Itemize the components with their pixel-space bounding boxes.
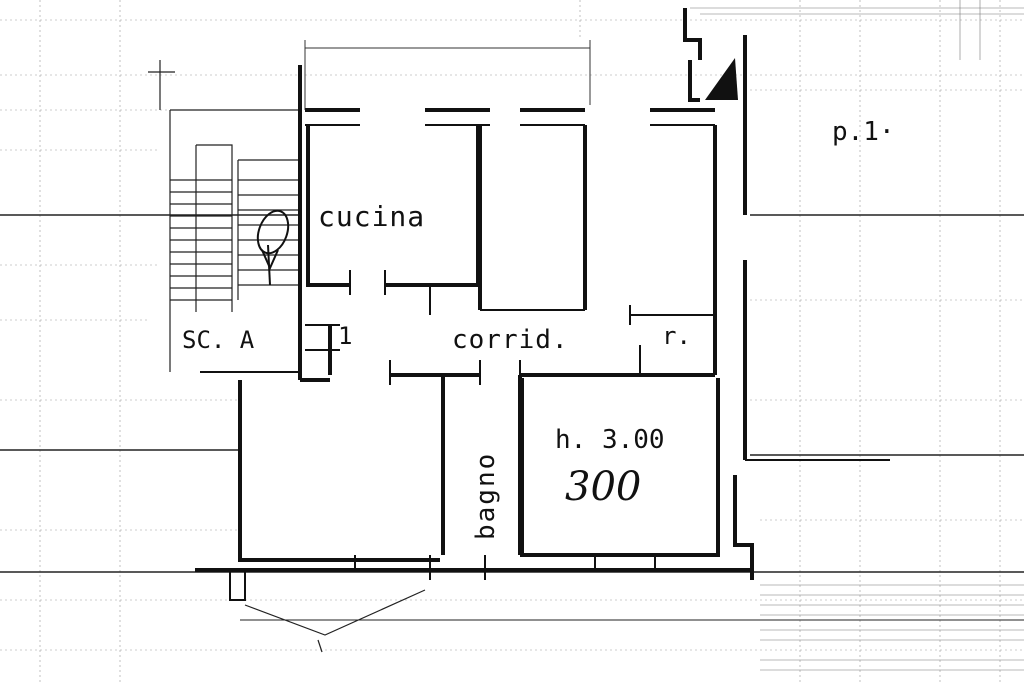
stair-label: SC. A xyxy=(182,326,255,354)
walls xyxy=(195,8,890,601)
staircase xyxy=(148,60,298,372)
heavy-grid-lines xyxy=(0,214,1024,621)
ceiling-height-handwritten: 300 xyxy=(565,464,641,510)
door-jambs xyxy=(305,270,656,580)
dense-grid-patch xyxy=(690,0,1024,671)
room-label-corridor: corrid. xyxy=(452,325,569,355)
dimension-line xyxy=(304,40,591,110)
unit-number: 1 xyxy=(338,322,352,350)
lift-symbol-icon xyxy=(256,209,290,286)
balcony xyxy=(244,589,426,653)
ceiling-height-printed: h. 3.00 xyxy=(555,425,665,455)
room-label-bathroom: bagno xyxy=(471,452,501,540)
room-label-storage: r. xyxy=(662,322,691,350)
shaft-triangle xyxy=(705,58,738,100)
floor-label: p.1· xyxy=(832,117,895,147)
room-label-kitchen: cucina xyxy=(318,200,425,233)
